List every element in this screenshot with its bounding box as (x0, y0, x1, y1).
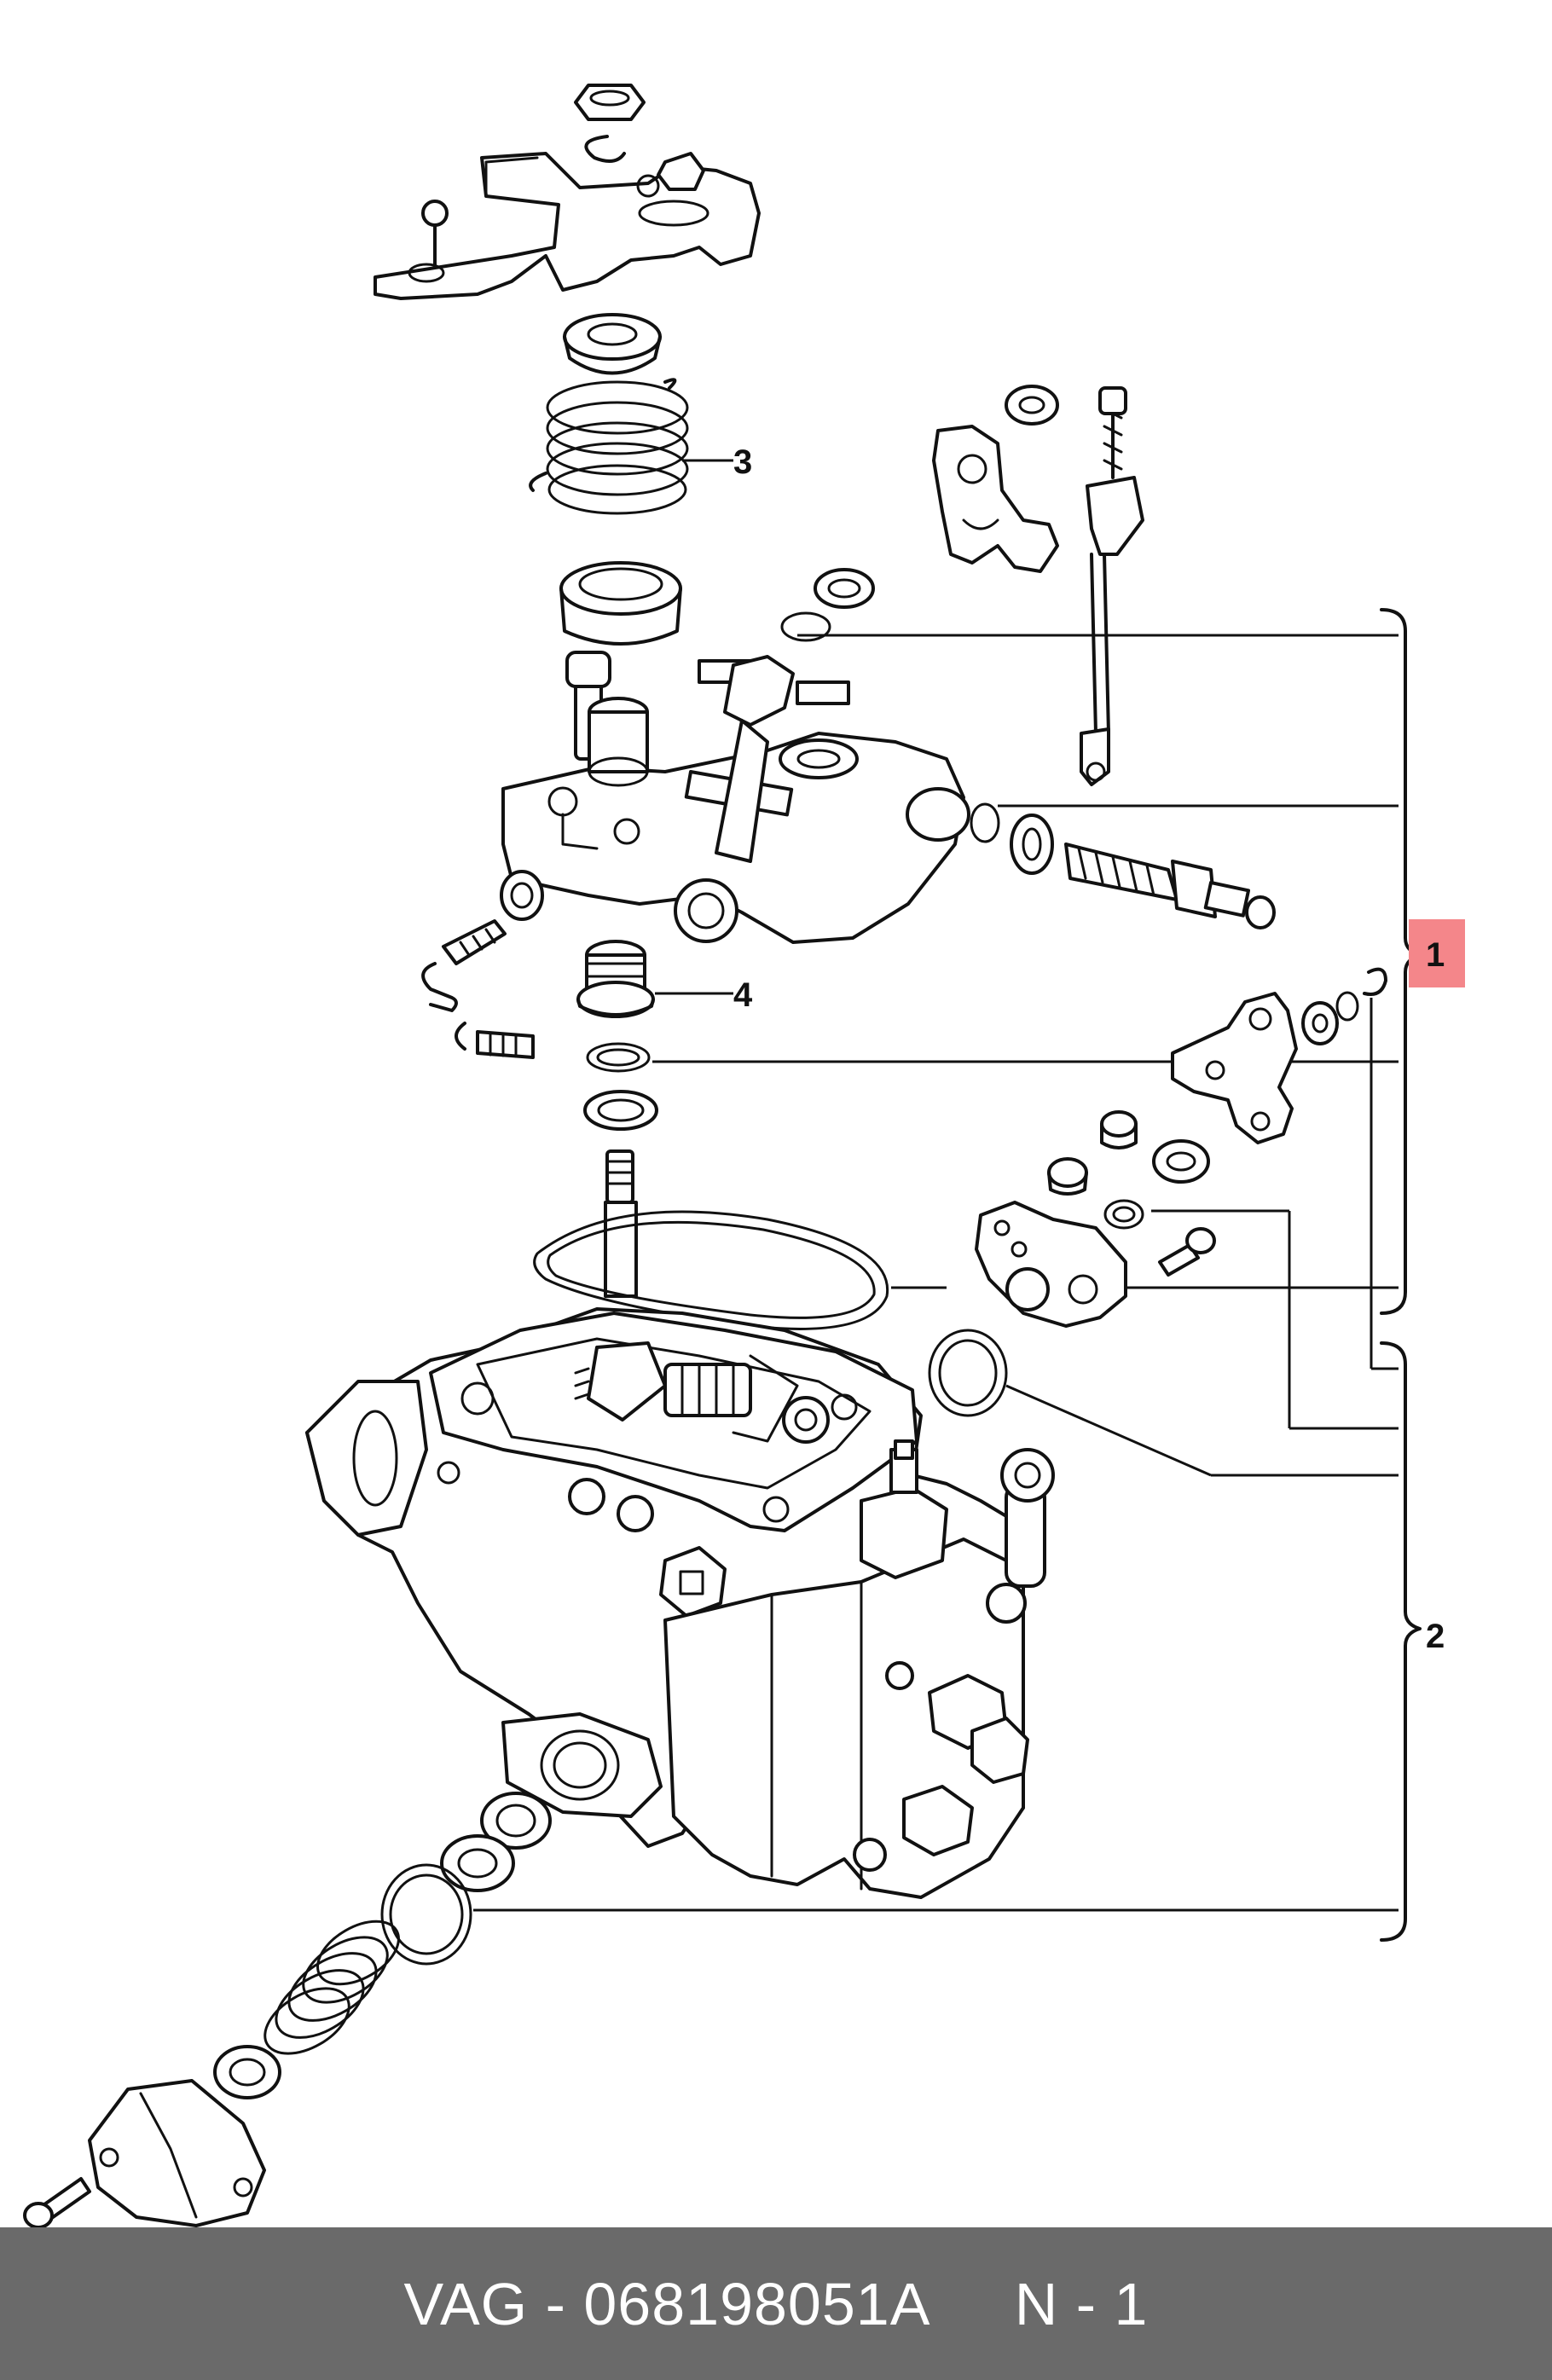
footer-separator: - (528, 2270, 584, 2337)
governor-flyweights (574, 1341, 830, 1444)
big-o-ring-right (928, 1329, 1008, 1417)
footer-part-number: 068198051A (583, 2270, 928, 2337)
o-ring-upper (780, 611, 831, 642)
timer-spring (263, 1920, 400, 2055)
callout-4-label: 4 (733, 976, 753, 1014)
spring-cap (563, 313, 662, 375)
small-plug (1100, 1110, 1138, 1149)
adjust-washer (1010, 814, 1054, 875)
cover-gasket (533, 1210, 889, 1330)
link-rod (1080, 386, 1144, 786)
flange-left (501, 1712, 663, 1818)
footer-note-label: N - 1 (1014, 2270, 1149, 2337)
lever-shaft-studs (684, 655, 850, 863)
shim-washer-lower (213, 2045, 281, 2099)
mount-ear (305, 1380, 428, 1537)
callout-2-label: 2 (1426, 1618, 1445, 1655)
callout-1-highlight (1409, 919, 1465, 987)
timer-cover (88, 2079, 266, 2227)
pin-with-clip (421, 919, 507, 1012)
cold-start-actuator (975, 1201, 1127, 1328)
shaft-bushing (576, 940, 655, 1018)
seal-washer-1 (480, 1792, 552, 1850)
thin-o-ring-mid (1103, 1199, 1144, 1230)
large-o-ring-lower (380, 1863, 472, 1966)
lever-bolt (657, 152, 705, 191)
top-circlip (584, 135, 626, 163)
banjo-washer-left (500, 870, 544, 921)
fuel-inlet-fitting (860, 1439, 948, 1579)
cover-bolt (23, 2177, 91, 2227)
governor-spring (529, 378, 689, 515)
ring-washer-mid (1152, 1139, 1210, 1184)
small-cap (1047, 1157, 1088, 1196)
part-number-footer: VAG - 068198051A N - 1 (0, 2227, 1552, 2380)
pump-top-plate (429, 1312, 918, 1532)
small-screw-right (1158, 1227, 1216, 1277)
stop-lever (932, 425, 1059, 573)
throttle-lever-plate (374, 152, 761, 300)
housing-plugs (437, 1461, 727, 1618)
bracket-group-2 (1380, 1341, 1422, 1942)
footer-text: VAG - 068198051A N - 1 (403, 2270, 1148, 2338)
cold-start-bracket (1171, 992, 1298, 1144)
cover-sleeve (588, 697, 649, 787)
washer-small-upper (814, 568, 875, 609)
spring-seat (559, 561, 682, 646)
callout-3-label: 3 (733, 443, 752, 481)
seal-washer-2 (440, 1834, 515, 1892)
outlet-banjo (1000, 1448, 1055, 1588)
footer-brand: VAG (403, 2270, 529, 2337)
exploded-parts-diagram: 1 2 3 4 (23, 84, 1465, 2227)
stop-lever-grommet (1005, 385, 1059, 426)
small-washers-right (1301, 991, 1359, 1045)
seal-ring-shaft (583, 1090, 658, 1131)
callout-1-label: 1 (1426, 936, 1445, 974)
o-ring-shaft (586, 1042, 651, 1073)
governor-shaft (604, 1149, 638, 1298)
head-screws (853, 1583, 1029, 1872)
adjust-screw (1064, 843, 1276, 929)
short-bolt-left (455, 1022, 535, 1059)
ball-stud (421, 200, 449, 266)
leader-lines (473, 459, 1399, 1912)
small-circlip-right (1363, 967, 1387, 996)
top-nut (574, 84, 646, 121)
cover-o-ring (970, 802, 1000, 843)
